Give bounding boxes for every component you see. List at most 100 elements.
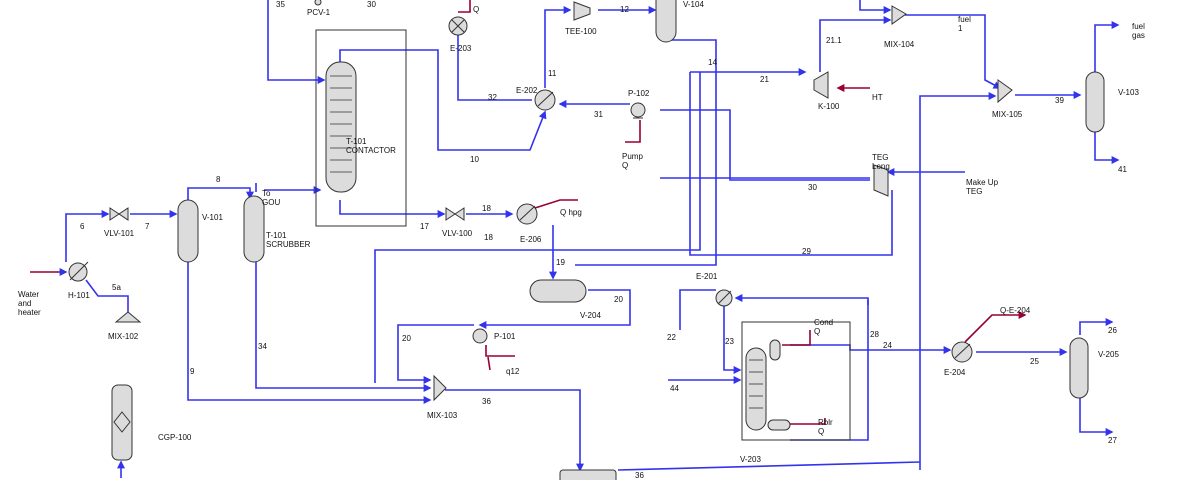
label-s19: 19 [556,258,565,267]
label-s30top: 30 [367,0,376,9]
label-s21: 21 [760,75,769,84]
label-s20: 20 [402,334,411,343]
cgp-100-diamond [113,411,131,433]
label-s7: 7 [145,222,150,231]
label-vlv100: VLV-100 [442,229,473,238]
stream-30-return [660,109,870,181]
label-fuel1: fuel 1 [958,15,971,33]
label-s22: 22 [667,333,676,342]
energy-cond [782,330,811,346]
stream-36 [445,389,584,472]
pcv-1-unit [314,0,322,6]
label-s5a: 5a [112,283,121,292]
label-s39: 39 [1055,96,1064,105]
stream-recycle-top [919,92,997,470]
tee-100-unit [573,1,591,21]
stream-23 [723,305,742,374]
stream-20b [397,324,474,384]
contactor-column [325,61,357,193]
label-mix102: MIX-102 [108,332,139,341]
vlv-101-unit [109,207,129,221]
v-203-reboiler [767,419,791,431]
label-s29: 29 [802,247,811,256]
stream-17 [339,200,446,218]
label-s11: 11 [548,69,557,78]
energy-p101-q [487,356,491,371]
label-s31: 31 [594,110,603,119]
label-teg-tee: TEG Leng [872,153,890,171]
mix-102-unit [114,311,142,323]
energy-pump [625,120,641,143]
energy-p101 [485,345,515,357]
label-s14: 14 [708,58,717,67]
stream-27 [1079,398,1114,436]
label-s24: 24 [883,341,892,350]
contactor-frame [315,29,407,227]
stream-fuel1 [905,14,1002,89]
label-q-hpg: Q hpg [560,208,582,217]
cgp-100-unit [111,384,133,461]
stream-34 [255,262,432,392]
energy-reb [785,418,826,425]
stream-41 [1094,132,1120,164]
stream-to-contactor [255,183,320,192]
label-q-top: Q [473,5,480,14]
v-203-frame [741,321,851,441]
label-s26: 26 [1108,326,1117,335]
label-s36b: 36 [635,471,644,480]
label-s20right: 20 [614,295,623,304]
label-s30: 30 [808,183,817,192]
label-mix103: MIX-103 [427,411,458,420]
v-203-trays [749,359,763,409]
stream-29 [689,72,893,256]
label-e201: E-201 [696,272,718,281]
label-s27: 27 [1108,436,1117,445]
label-pump-q: Pump Q [622,152,643,170]
stream-21-1 [819,16,892,72]
label-s41: 41 [1118,165,1127,174]
stream-e201-return [734,294,869,305]
stream-14 [575,39,717,266]
label-s25: 25 [1030,357,1039,366]
mix-103-unit [433,374,447,402]
stream-26 [1079,318,1114,335]
equipment [68,0,1105,480]
stream-24 [790,344,952,354]
v-204-unit [529,279,587,303]
label-s9: 9 [190,367,195,376]
stream-22 [679,289,716,330]
label-mix105: MIX-105 [992,110,1023,119]
label-makeup: Make Up TEG [966,178,999,196]
e-206-arrow [519,205,536,221]
e-201-arrow [717,290,732,305]
t-101-scrubber-unit [243,195,265,263]
stream-6 [65,210,110,262]
label-s35: 35 [276,0,285,9]
label-s32: 32 [488,93,497,102]
label-tee100: TEE-100 [565,27,597,36]
stream-gas-top [339,49,547,151]
label-e203: E-203 [450,44,472,53]
stream-20 [478,289,631,329]
label-h101: H-101 [68,291,90,300]
contactor-trays [330,75,352,173]
label-k100: K-100 [818,102,840,111]
e-202-arrow [537,91,554,107]
mix-105-unit [997,79,1013,104]
label-v205: V-205 [1098,350,1119,359]
label-s21-1: 21.1 [826,36,842,45]
label-contactor: T-101 CONTACTOR [346,137,396,155]
label-e202: E-202 [516,86,538,95]
label-to-gou: To GOU [262,189,281,207]
k-100-unit [813,71,829,99]
label-cgp100: CGP-100 [158,433,192,442]
energy-e206 [534,199,578,209]
label-s17: 17 [420,222,429,231]
stream-fuel-gas [1094,21,1120,72]
label-v103: V-103 [1118,88,1139,97]
stream-long-left [374,72,701,383]
label-s34: 34 [258,342,267,351]
label-v101: V-101 [202,213,223,222]
label-e206: E-206 [520,235,542,244]
label-s6: 6 [80,222,85,231]
